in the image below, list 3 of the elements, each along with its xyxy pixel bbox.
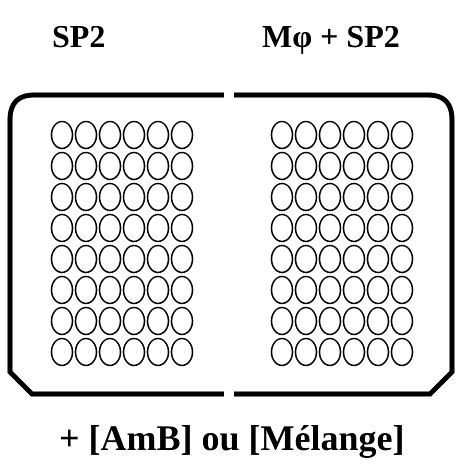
- treatment-caption: + [AmB] ou [Mélange]: [59, 420, 404, 456]
- column-heading: SP2: [52, 20, 106, 52]
- column-heading: Mφ + SP2: [262, 20, 400, 52]
